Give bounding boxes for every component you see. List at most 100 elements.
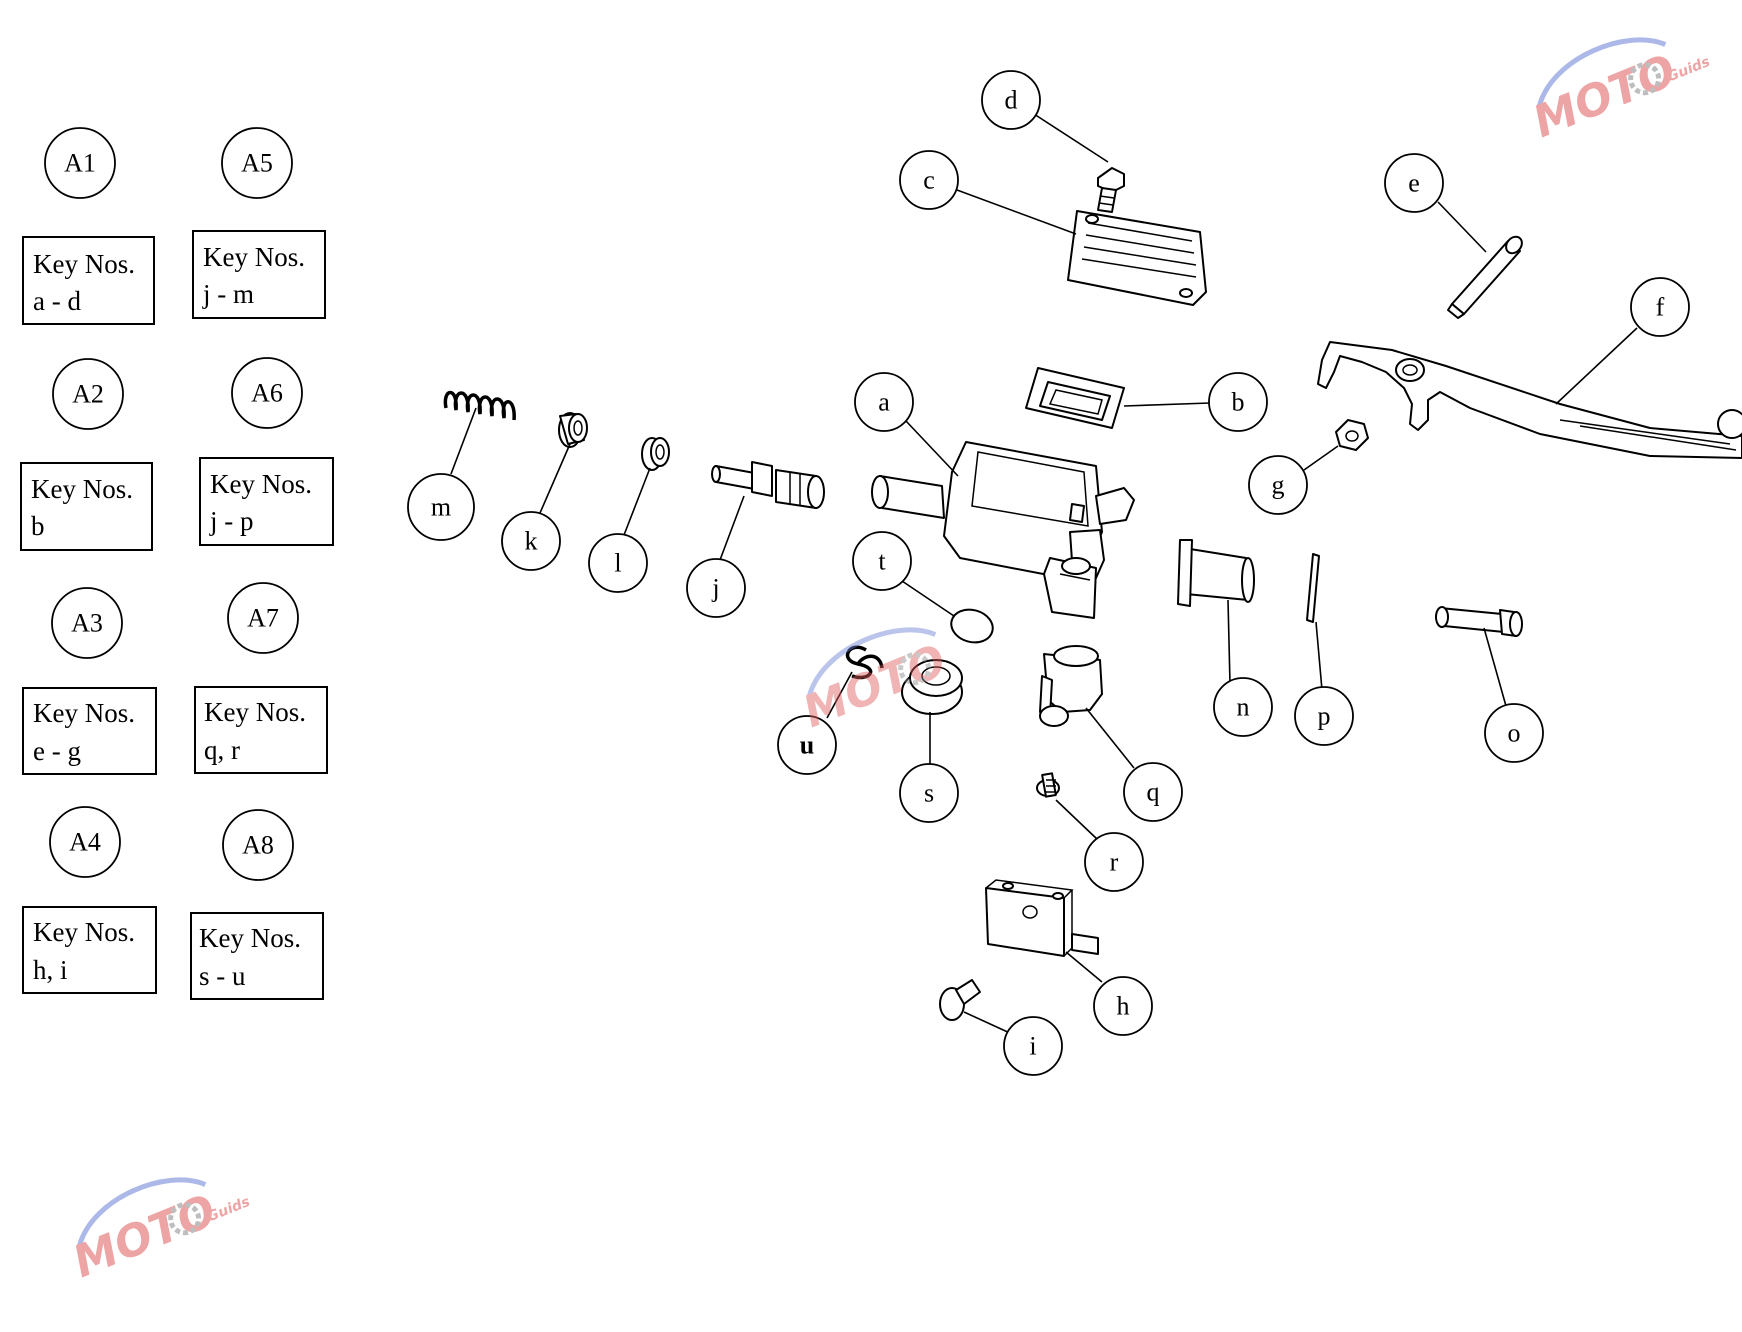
part-o-pin [1435, 606, 1523, 637]
group-A3: A3 Key Nos. e - g [22, 587, 157, 775]
group-A2: A2 Key Nos. b [20, 358, 153, 551]
part-m-spring [443, 390, 516, 421]
callout-g: g [1248, 455, 1308, 515]
part-a-master-cylinder [871, 441, 1135, 619]
svg-text:Guids: Guids [205, 1194, 252, 1226]
group-A7: A7 Key Nos. q, r [194, 582, 328, 774]
svg-text:j: j [711, 574, 719, 603]
svg-text:i: i [1029, 1032, 1036, 1061]
group-A4-key-range: h, i [33, 955, 68, 985]
group-A5-key-range: j - m [202, 279, 254, 309]
svg-text:c: c [923, 166, 935, 195]
callout-u: u [777, 715, 837, 775]
group-A1-label: A1 [64, 149, 96, 178]
watermark-logo-text: MOTO [1526, 45, 1683, 148]
group-A1-key-range: a - d [33, 286, 81, 316]
group-A8-label: A8 [242, 831, 274, 860]
group-A6-label: A6 [251, 379, 283, 408]
callout-c: c [899, 150, 959, 210]
callout-f: f [1630, 277, 1690, 337]
group-A7-key-title: Key Nos. [204, 697, 306, 727]
leader-lines [450, 113, 1638, 1035]
group-A8-key-range: s - u [199, 961, 246, 991]
callout-n: n [1213, 677, 1273, 737]
group-A5: A5 Key Nos. j - m [192, 127, 326, 319]
group-A2-label: A2 [72, 380, 104, 409]
part-u-clip [845, 645, 884, 680]
group-A1-key-title: Key Nos. [33, 249, 135, 279]
svg-text:s: s [924, 779, 934, 808]
callout-d: d [981, 70, 1041, 130]
part-q-switch [1039, 645, 1103, 727]
svg-text:o: o [1508, 719, 1521, 748]
svg-text:p: p [1318, 702, 1331, 731]
parts [443, 167, 1742, 1021]
watermark-sub-text: Guids [1665, 54, 1712, 86]
callout-a: a [854, 372, 914, 432]
part-r-screw [1036, 772, 1060, 798]
group-A3-key-range: e - g [33, 736, 81, 766]
part-c-label-plate [1067, 210, 1207, 306]
part-t-o-ring [950, 608, 994, 644]
group-A8: A8 Key Nos. s - u [190, 809, 324, 1000]
part-f-lever [1317, 341, 1742, 459]
callouts: a b c d e f g h i j k l m n o p q r s t … [407, 70, 1690, 1076]
svg-text:l: l [614, 549, 621, 578]
callout-m: m [407, 473, 475, 541]
part-i-screw [939, 979, 981, 1021]
group-A7-label: A7 [247, 604, 279, 633]
svg-text:q: q [1147, 778, 1160, 807]
group-A5-label: A5 [241, 149, 273, 178]
svg-text:MOTO: MOTO [66, 1185, 223, 1288]
svg-text:m: m [431, 493, 451, 522]
group-A3-label: A3 [71, 609, 103, 638]
group-A6: A6 Key Nos. j - p [199, 357, 334, 546]
group-A4-key-title: Key Nos. [33, 917, 135, 947]
callout-b: b [1208, 372, 1268, 432]
svg-text:g: g [1272, 471, 1285, 500]
callout-t: t [852, 531, 912, 591]
group-A6-key-range: j - p [209, 506, 254, 536]
group-legend: A1 Key Nos. a - d A2 Key Nos. b A3 Key N… [20, 127, 334, 1000]
svg-text:a: a [878, 388, 890, 417]
svg-text:k: k [525, 527, 538, 556]
group-A4-label: A4 [69, 828, 101, 857]
group-A5-key-title: Key Nos. [203, 242, 305, 272]
callout-i: i [1003, 1016, 1063, 1076]
callout-l: l [588, 533, 648, 593]
group-A8-key-title: Key Nos. [199, 923, 301, 953]
part-k-bush [558, 412, 588, 448]
part-j-piston [711, 461, 825, 509]
watermark-logo-top-right: MOTO Guids [1526, 37, 1712, 148]
part-h-switch [985, 879, 1099, 957]
part-l-seal [641, 437, 670, 471]
svg-text:t: t [878, 547, 886, 576]
part-p-washer [1306, 553, 1320, 623]
svg-text:d: d [1005, 86, 1018, 115]
svg-text:f: f [1656, 293, 1665, 322]
part-g-nut [1335, 419, 1369, 451]
svg-text:n: n [1237, 693, 1250, 722]
group-A2-key-range: b [31, 511, 45, 541]
callout-e: e [1384, 153, 1444, 213]
watermark-logo-bottom-left: MOTO Guids [66, 1177, 252, 1288]
callout-o: o [1484, 703, 1544, 763]
callout-p: p [1294, 686, 1354, 746]
group-A1: A1 Key Nos. a - d [22, 127, 155, 325]
callout-q: q [1123, 762, 1183, 822]
callout-j: j [686, 558, 746, 618]
svg-text:h: h [1117, 992, 1130, 1021]
svg-text:u: u [800, 731, 814, 760]
callout-s: s [899, 763, 959, 823]
part-s-boot [901, 659, 963, 715]
part-n-bush [1177, 539, 1255, 607]
svg-text:e: e [1408, 169, 1420, 198]
part-b-diaphragm [1025, 367, 1125, 429]
svg-text:r: r [1110, 848, 1119, 877]
group-A3-key-title: Key Nos. [33, 698, 135, 728]
group-A4: A4 Key Nos. h, i [22, 806, 157, 994]
part-e-pivot-pin [1447, 235, 1523, 319]
callout-k: k [501, 511, 561, 571]
callout-r: r [1084, 832, 1144, 892]
